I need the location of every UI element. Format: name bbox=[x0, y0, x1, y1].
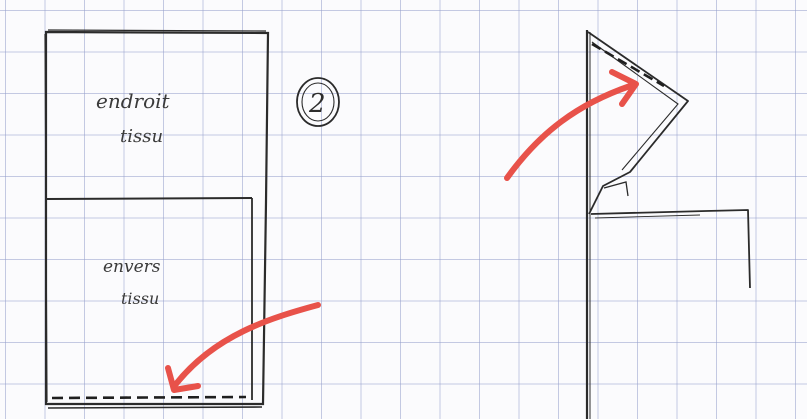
folded-fabric bbox=[585, 30, 751, 419]
bottom-panel-label: envers tissu bbox=[103, 257, 161, 308]
top-panel-label-line2: tissu bbox=[120, 126, 163, 147]
fold-small-flap bbox=[603, 181, 629, 197]
fold-triangle-inner bbox=[591, 41, 679, 171]
bottom-panel-label-line1: envers bbox=[103, 257, 161, 277]
step-marker-inner-circle bbox=[301, 82, 335, 122]
arrow-fold-up-shaft bbox=[504, 83, 633, 181]
top-panel-label-line1: endroit bbox=[96, 89, 171, 113]
fold-triangle bbox=[587, 31, 689, 215]
fabric-outline bbox=[44, 30, 270, 406]
step-marker-number: 2 bbox=[308, 89, 326, 119]
step-marker: 2 bbox=[296, 77, 340, 127]
folded-fabric-shelf-sketch bbox=[594, 214, 701, 219]
stitch-line-fold bbox=[591, 42, 665, 88]
arrow-fold-up bbox=[504, 69, 639, 181]
panel-divider bbox=[45, 197, 253, 200]
arrow-fold-down-shaft bbox=[173, 302, 321, 387]
arrow-fold-down-head bbox=[165, 365, 201, 393]
stitch-line-bottom bbox=[51, 395, 247, 400]
bottom-edge bbox=[47, 406, 263, 409]
arrow-fold-up-head bbox=[609, 69, 639, 107]
bottom-panel-label-line2: tissu bbox=[121, 289, 159, 308]
folded-fabric-shelf bbox=[590, 209, 751, 289]
fabric-rectangle bbox=[44, 29, 270, 409]
fabric-outline-sketch bbox=[44, 29, 267, 403]
top-panel-label: endroit tissu bbox=[96, 89, 171, 147]
arrow-fold-down bbox=[165, 302, 321, 393]
step-marker-circle bbox=[296, 77, 340, 127]
